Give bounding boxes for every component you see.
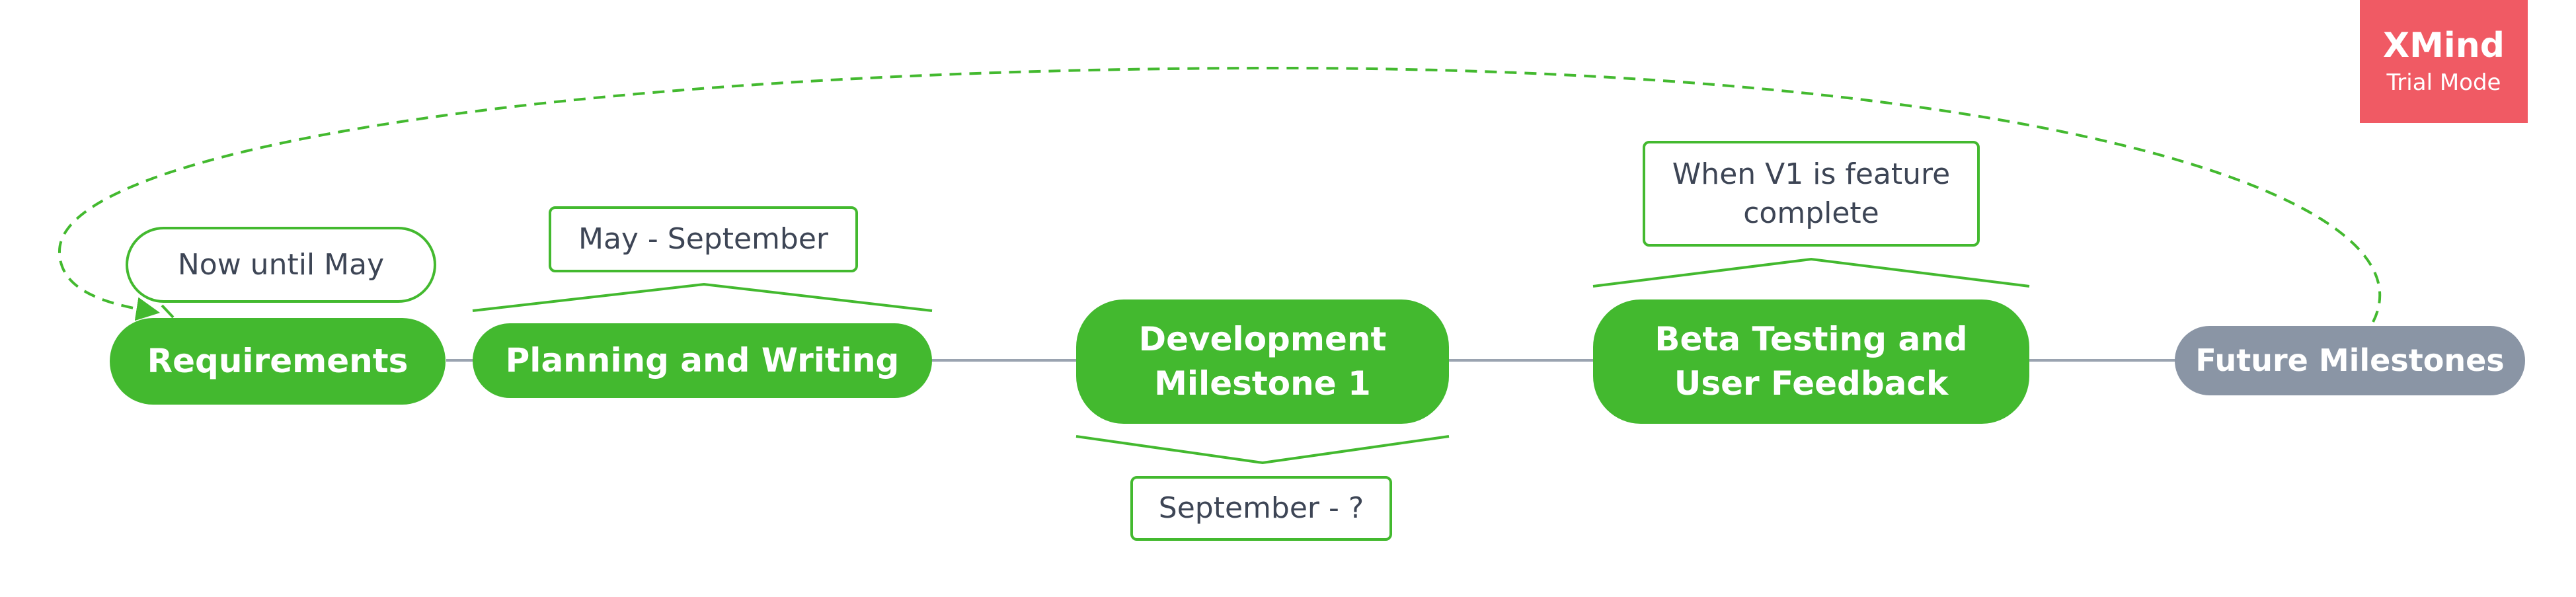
beta-callout: When V1 is feature complete xyxy=(1643,141,1980,247)
requirements-callout: Now until May xyxy=(126,227,436,303)
topic-planning-and-writing[interactable]: Planning and Writing xyxy=(473,323,932,398)
development-callout-brace xyxy=(1075,435,1450,465)
xmind-trial-badge[interactable]: XMind Trial Mode xyxy=(2360,0,2528,123)
topic-requirements-label: Requirements xyxy=(147,341,409,380)
development-callout-text: September - ? xyxy=(1158,491,1364,526)
requirements-callout-text: Now until May xyxy=(177,247,385,282)
planning-callout-text: May - September xyxy=(578,222,829,257)
relationship-arrow xyxy=(58,66,2382,323)
development-callout: September - ? xyxy=(1130,476,1392,541)
beta-callout-brace xyxy=(1592,257,2030,288)
topic-development-milestone[interactable]: Development Milestone 1 xyxy=(1076,299,1449,424)
topic-beta-label: Beta Testing and User Feedback xyxy=(1655,319,1968,403)
planning-callout: May - September xyxy=(549,206,858,272)
topic-beta-testing[interactable]: Beta Testing and User Feedback xyxy=(1593,299,2029,424)
topic-future-label: Future Milestones xyxy=(2195,342,2505,379)
topic-planning-label: Planning and Writing xyxy=(505,340,900,379)
topic-future-milestones[interactable]: Future Milestones xyxy=(2175,326,2525,395)
requirements-callout-link xyxy=(161,304,175,319)
topic-requirements[interactable]: Requirements xyxy=(110,318,446,405)
badge-subtitle: Trial Mode xyxy=(2386,69,2501,96)
beta-callout-text: When V1 is feature complete xyxy=(1672,157,1951,230)
topic-development-label: Development Milestone 1 xyxy=(1138,319,1387,403)
planning-callout-brace xyxy=(472,282,933,312)
badge-title: XMind xyxy=(2383,26,2505,66)
